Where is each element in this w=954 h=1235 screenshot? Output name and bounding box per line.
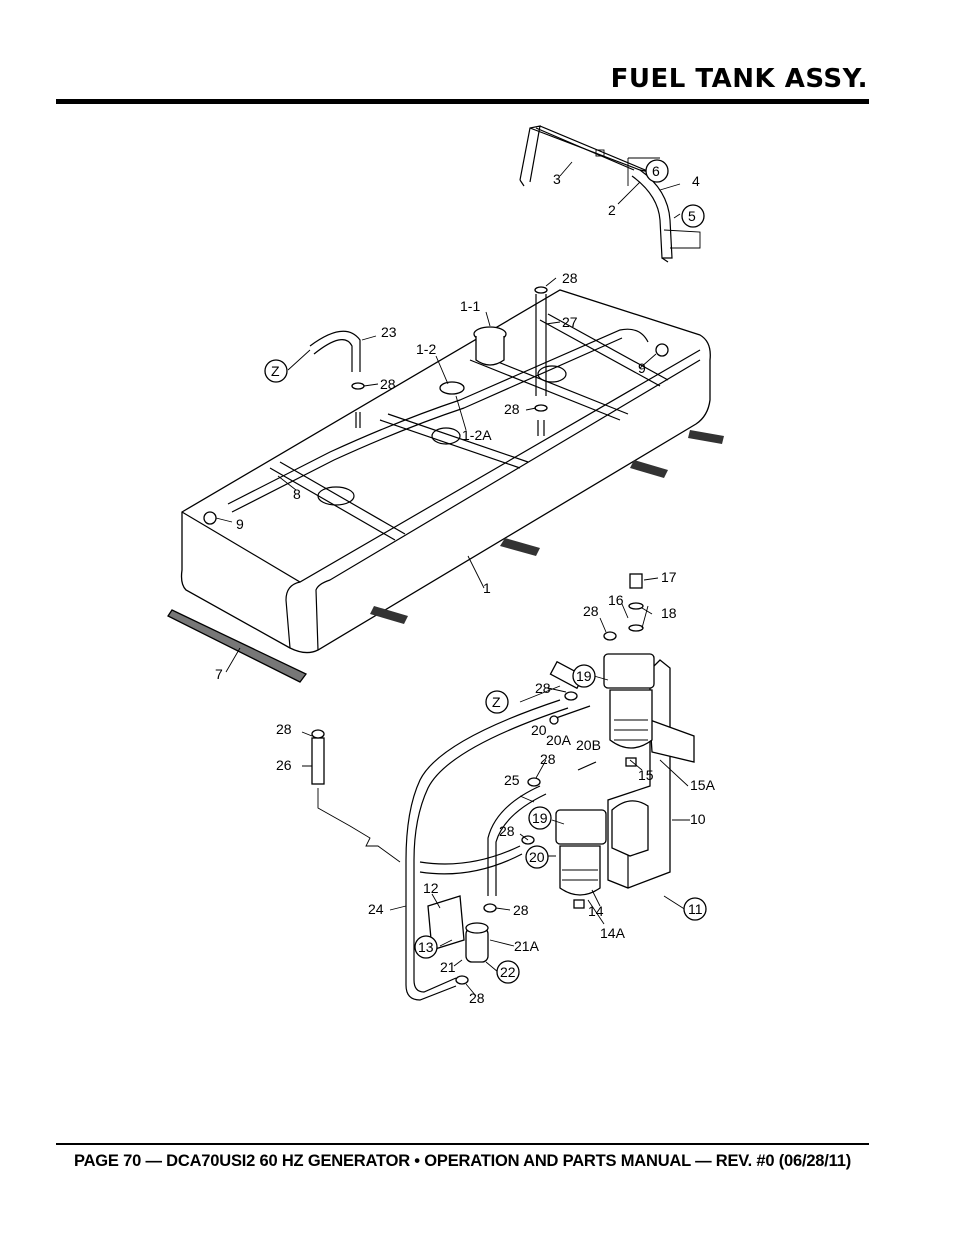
callout-28-g: 28 (540, 751, 556, 767)
page-title: FUEL TANK ASSY. (610, 64, 868, 94)
callout-15a: 15A (690, 777, 716, 793)
callout-18: 18 (661, 605, 677, 621)
callout-17: 17 (661, 569, 677, 585)
callout-20: 20 (531, 722, 547, 738)
fuel-hose-25 (487, 785, 547, 896)
vent-hose (309, 330, 361, 372)
fuel-filter-14 (555, 809, 607, 909)
callout-28-d: 28 (583, 603, 599, 619)
callout-28-f: 28 (276, 721, 292, 737)
callout-14a: 14A (600, 925, 626, 941)
tank-strap-bracket (519, 125, 701, 263)
callout-26: 26 (276, 757, 292, 773)
callout-20b: 20B (576, 737, 601, 753)
callout-20a: 20A (546, 732, 572, 748)
callout-1-1: 1-1 (460, 298, 480, 314)
callout-19-lower: 19 (532, 810, 548, 826)
callout-28-h: 28 (499, 823, 515, 839)
callout-25: 25 (504, 772, 520, 788)
callout-z-upper: Z (271, 363, 280, 379)
callout-21a: 21A (514, 938, 540, 954)
return-hose (227, 328, 649, 513)
callout-27: 27 (562, 314, 578, 330)
filter-bracket (607, 659, 671, 889)
leader-lines (215, 161, 690, 997)
fuel-pump (427, 895, 489, 963)
callout-labels: 1 1-1 1-2 1-2A 2 3 4 5 6 7 8 9 9 10 11 1… (215, 163, 716, 1006)
tank-pad (167, 609, 307, 683)
callout-19-upper: 19 (576, 668, 592, 684)
callout-9-right: 9 (638, 360, 646, 376)
suction-pipe (535, 294, 547, 396)
callout-28-j: 28 (469, 990, 485, 1006)
header-rule (56, 99, 869, 104)
callout-9-left: 9 (236, 516, 244, 532)
callout-1: 1 (483, 580, 491, 596)
hose-26 (311, 737, 325, 785)
callout-12: 12 (423, 880, 439, 896)
callout-28-i: 28 (513, 902, 529, 918)
filter-mount-plate (649, 719, 695, 763)
callout-28-e: 28 (535, 680, 551, 696)
callout-21: 21 (440, 959, 456, 975)
fuel-filter-15 (603, 653, 655, 767)
callout-11: 11 (688, 901, 703, 917)
callout-23: 23 (381, 324, 397, 340)
callout-10: 10 (690, 811, 706, 827)
callout-1-2a: 1-2A (462, 427, 492, 443)
callout-7: 7 (215, 666, 223, 682)
callout-1-2: 1-2 (416, 341, 436, 357)
fuel-cap (473, 326, 507, 366)
fuel-strainer (439, 381, 465, 395)
callout-6: 6 (652, 163, 660, 179)
callout-15: 15 (638, 767, 654, 783)
callout-24: 24 (368, 901, 384, 917)
callout-8: 8 (293, 486, 301, 502)
page-footer: PAGE 70 — DCA70USI2 60 HZ GENERATOR • OP… (74, 1152, 851, 1170)
fuel-hose-24 (405, 699, 569, 1001)
fuel-tank-body (180, 289, 724, 654)
callout-z-lower: Z (492, 694, 501, 710)
callout-13: 13 (418, 939, 434, 955)
callout-5: 5 (688, 208, 696, 224)
circled-callouts (264, 159, 707, 984)
callout-14: 14 (588, 903, 604, 919)
callout-28-a: 28 (562, 270, 578, 286)
callout-2: 2 (608, 202, 616, 218)
callout-22: 22 (500, 964, 516, 980)
callout-4: 4 (692, 173, 700, 189)
callout-28-c: 28 (504, 401, 520, 417)
footer-rule (56, 1143, 869, 1145)
callout-16: 16 (608, 592, 624, 608)
callout-20-lower: 20 (529, 849, 545, 865)
callout-3: 3 (553, 171, 561, 187)
callout-28-b: 28 (380, 376, 396, 392)
